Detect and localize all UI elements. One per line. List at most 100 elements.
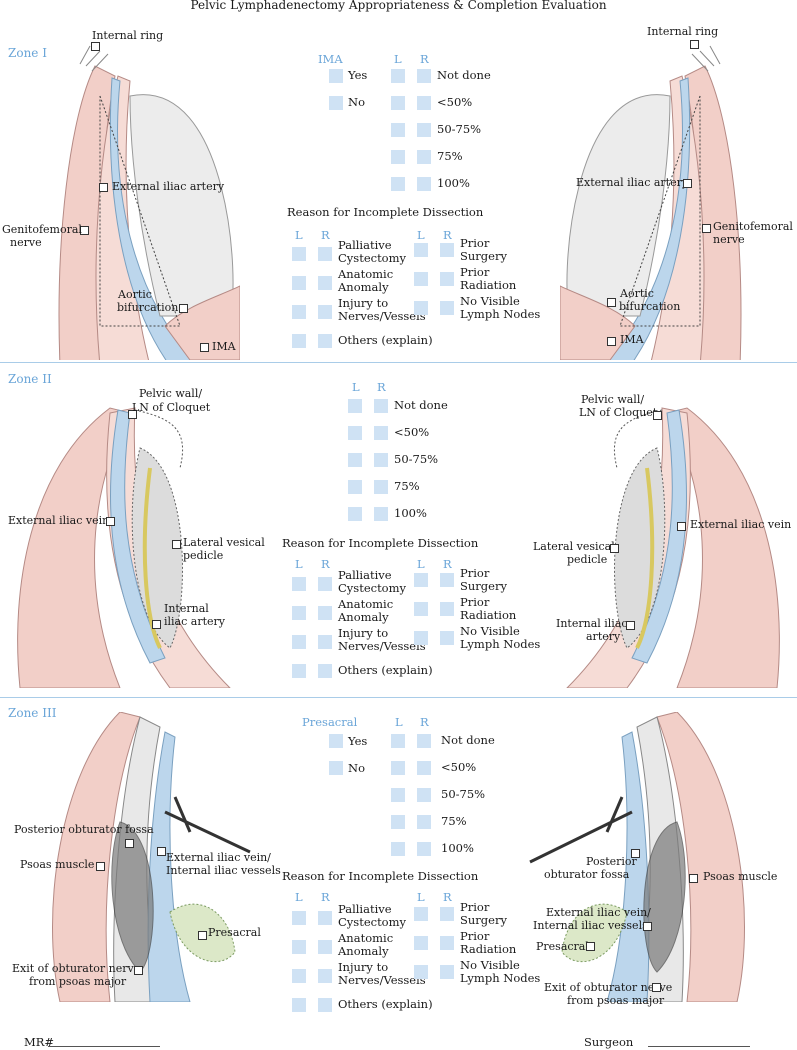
zone-2-completion-3-r-checkbox[interactable] <box>374 480 388 494</box>
zone-3-reason2-0-r-checkbox[interactable] <box>440 907 454 921</box>
zone-2-reason2-0-r-checkbox[interactable] <box>440 573 454 587</box>
presacral-marker <box>198 931 207 940</box>
zone-1-completion-2-r-checkbox[interactable] <box>417 123 431 137</box>
zone-2-reason2-1-r-checkbox[interactable] <box>440 602 454 616</box>
zone-1-reason1-1-l-checkbox[interactable] <box>292 276 306 290</box>
zone-3-reason1-2-l-checkbox[interactable] <box>292 969 306 983</box>
zone-1-reason2-2-r-checkbox[interactable] <box>440 301 454 315</box>
zone-1-reason1-2-r-checkbox[interactable] <box>318 305 332 319</box>
zone-3-completion-2-l-checkbox[interactable] <box>391 788 405 802</box>
zone-1-ima-yes-checkbox[interactable] <box>329 69 343 83</box>
zone-2-completion-1-l-checkbox[interactable] <box>348 426 362 440</box>
zone-3-reason2-1-l-checkbox[interactable] <box>414 936 428 950</box>
zone-3-reason-l-header-1: L <box>295 890 303 904</box>
zone-1-completion-0-r-checkbox[interactable] <box>417 69 431 83</box>
zone-2-reason1-2-l-checkbox[interactable] <box>292 635 306 649</box>
zone-1-completion-4-l-checkbox[interactable] <box>391 177 405 191</box>
zone-2-reason2-0-l-checkbox[interactable] <box>414 573 428 587</box>
zone-3-completion-2-r-checkbox[interactable] <box>417 788 431 802</box>
zone-3-completion-0-r-checkbox[interactable] <box>417 734 431 748</box>
zone-3-right-psoas: Psoas muscle <box>703 870 778 883</box>
zone-3-reason2-1-r-checkbox[interactable] <box>440 936 454 950</box>
zone-3-right-obturator-fossa: obturator fossa <box>544 868 630 881</box>
zone-3-reason1-0-l-checkbox[interactable] <box>292 911 306 925</box>
zone-1-completion-0-l-checkbox[interactable] <box>391 69 405 83</box>
zone-3-reason2-2-r-checkbox[interactable] <box>440 965 454 979</box>
zone-1-right-internal-ring: Internal ring <box>647 25 719 38</box>
zone-3-reason1-2-r-checkbox[interactable] <box>318 969 332 983</box>
zone-2-reason2-2-r-checkbox[interactable] <box>440 631 454 645</box>
zone-3-presacral-yes-checkbox[interactable] <box>329 734 343 748</box>
zone-2-reason1-0-l-checkbox[interactable] <box>292 577 306 591</box>
zone-3-completion-4-l-checkbox[interactable] <box>391 842 405 856</box>
psoas-marker <box>96 862 105 871</box>
zone-2-reason1-0-r-checkbox[interactable] <box>318 577 332 591</box>
zone-1-reason2-1-r-checkbox[interactable] <box>440 272 454 286</box>
zone-3-reason2-0-l-checkbox[interactable] <box>414 907 428 921</box>
zone-2-label: Zone II <box>8 372 52 386</box>
zone-1-reason2-2-l-checkbox[interactable] <box>414 301 428 315</box>
zone-1-reason1-3-l-checkbox[interactable] <box>292 334 306 348</box>
zone-2-reason-r-header-2: R <box>443 557 452 571</box>
zone-1-reason1-2-l-checkbox[interactable] <box>292 305 306 319</box>
zone-2-reason2-2-l-checkbox[interactable] <box>414 631 428 645</box>
zone-3-completion-3-l-checkbox[interactable] <box>391 815 405 829</box>
external-iliac-artery-marker <box>99 183 108 192</box>
zone-1-reason1-1-r-checkbox[interactable] <box>318 276 332 290</box>
zone-2-right-pedicle: pedicle <box>567 553 608 566</box>
zone-2-completion-4-label: 100% <box>394 506 427 520</box>
zone-1-reason1-0-l-checkbox[interactable] <box>292 247 306 261</box>
zone-3-completion-4-r-checkbox[interactable] <box>417 842 431 856</box>
zone-1-reason-r-header-2: R <box>443 228 452 242</box>
zone-3-reason1-1-l-checkbox[interactable] <box>292 940 306 954</box>
zone-1-completion-3-r-checkbox[interactable] <box>417 150 431 164</box>
zone-2-reason1-2-r-checkbox[interactable] <box>318 635 332 649</box>
zone-3-reason1-3-l-checkbox[interactable] <box>292 998 306 1012</box>
zone-2-completion-0-r-checkbox[interactable] <box>374 399 388 413</box>
zone-3-completion-3-r-checkbox[interactable] <box>417 815 431 829</box>
zone-2-completion-2-l-checkbox[interactable] <box>348 453 362 467</box>
zone-1-reason1-3-r-checkbox[interactable] <box>318 334 332 348</box>
zone-2-completion-3-label: 75% <box>394 479 420 493</box>
zone-3-reason1-3-r-checkbox[interactable] <box>318 998 332 1012</box>
zone-3-completion-1-l-checkbox[interactable] <box>391 761 405 775</box>
zone-1-completion-2-l-checkbox[interactable] <box>391 123 405 137</box>
zone-3-reason-l-header-2: L <box>417 890 425 904</box>
zone-2-completion-4-l-checkbox[interactable] <box>348 507 362 521</box>
zone-1-completion-3-l-checkbox[interactable] <box>391 150 405 164</box>
zone-2-completion-1-r-checkbox[interactable] <box>374 426 388 440</box>
zone-3-l-header: L <box>395 715 403 729</box>
zone-2-reason1-3-r-checkbox[interactable] <box>318 664 332 678</box>
zone-3-presacral-no-label: No <box>348 761 365 775</box>
zone-1-completion-1-l-checkbox[interactable] <box>391 96 405 110</box>
zone-3-completion-1-r-checkbox[interactable] <box>417 761 431 775</box>
zone-2-completion-0-l-checkbox[interactable] <box>348 399 362 413</box>
zone-3-right-exit-obturator: Exit of obturator nerve <box>544 981 673 994</box>
zone-1-reason1-0-r-checkbox[interactable] <box>318 247 332 261</box>
zone-1-reason2-1-l-checkbox[interactable] <box>414 272 428 286</box>
zone-1-completion-1-r-checkbox[interactable] <box>417 96 431 110</box>
zone-2-completion-2-r-checkbox[interactable] <box>374 453 388 467</box>
zone-2-reason2-1-l-checkbox[interactable] <box>414 602 428 616</box>
zone-1-reason-title: Reason for Incomplete Dissection <box>287 205 484 219</box>
zone-1-reason2-0-l-checkbox[interactable] <box>414 243 428 257</box>
zone-1-right-external-iliac-artery: External iliac artery <box>576 176 689 189</box>
zone-1-ima-no-checkbox[interactable] <box>329 96 343 110</box>
zone-2-completion-4-r-checkbox[interactable] <box>374 507 388 521</box>
zone-2-reason1-3-l-checkbox[interactable] <box>292 664 306 678</box>
surgeon-field[interactable] <box>648 1046 750 1047</box>
zone-3-reason1-0-r-checkbox[interactable] <box>318 911 332 925</box>
zone-3-reason1-1-r-checkbox[interactable] <box>318 940 332 954</box>
zone-1-completion-4-r-checkbox[interactable] <box>417 177 431 191</box>
zone-2-reason1-1-l-checkbox[interactable] <box>292 606 306 620</box>
zone-3-completion-0-l-checkbox[interactable] <box>391 734 405 748</box>
zone-3-presacral-no-checkbox[interactable] <box>329 761 343 775</box>
mr-field[interactable] <box>48 1046 160 1047</box>
zone-1-reason2-0-r-checkbox[interactable] <box>440 243 454 257</box>
zone-3-reason2-2-l-checkbox[interactable] <box>414 965 428 979</box>
zone-2-completion-3-l-checkbox[interactable] <box>348 480 362 494</box>
zone-2-reason1-1-r-checkbox[interactable] <box>318 606 332 620</box>
